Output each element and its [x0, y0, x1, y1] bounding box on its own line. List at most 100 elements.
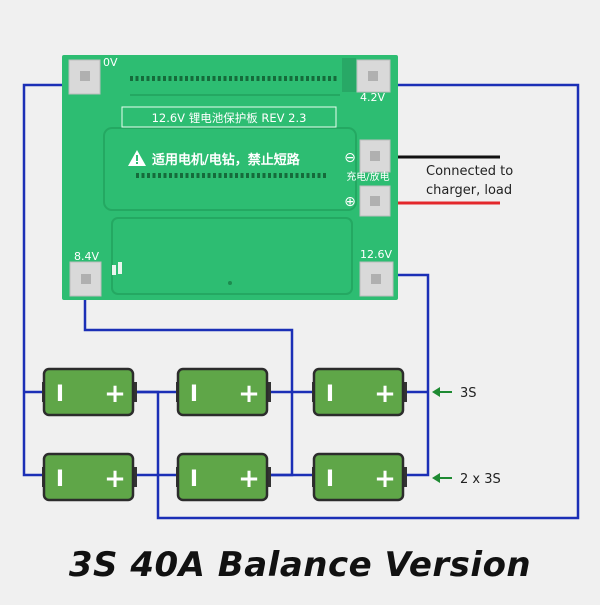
battery-cell: I+	[312, 367, 407, 417]
via-dot	[135, 76, 139, 81]
via-dot	[202, 173, 205, 178]
via-dot	[262, 76, 265, 81]
battery-neg-symbol: I	[326, 382, 334, 407]
battery-neg-symbol: I	[190, 467, 198, 492]
via-dot	[323, 173, 326, 178]
battery-terminal-pos	[267, 382, 271, 402]
via-dot	[268, 173, 271, 178]
via-dot	[152, 76, 155, 81]
via-dot	[168, 76, 172, 81]
warning-icon	[128, 150, 146, 166]
battery-bank: I+I+I+I+I+I+	[42, 367, 407, 502]
diagram-caption: 3S 40A Balance Version	[68, 545, 532, 585]
battery-terminal-pos	[133, 382, 137, 402]
label-2x3s: 2 x 3S	[460, 472, 501, 487]
via-dot	[185, 76, 188, 81]
via-dot	[174, 76, 177, 81]
battery-pos-symbol: +	[238, 464, 260, 494]
via-dot	[306, 173, 310, 178]
connector-block	[342, 58, 356, 92]
via-dot	[273, 173, 277, 178]
battery-body	[176, 367, 269, 417]
wire-0v	[22, 83, 82, 477]
pad-plus	[359, 185, 391, 217]
via-dot	[185, 173, 189, 178]
wire-12v6	[378, 273, 430, 477]
battery-cell: I+	[176, 452, 271, 502]
via-dot	[196, 173, 200, 178]
via-dot	[246, 173, 249, 178]
via-dot	[245, 76, 249, 81]
via-dot	[201, 76, 205, 81]
pcb-trace-upper	[103, 127, 357, 211]
arrow-3s-icon	[432, 387, 452, 397]
via-dot	[301, 173, 304, 178]
via-row-top	[130, 76, 337, 81]
via-dot	[169, 173, 172, 178]
battery-terminal-pos	[133, 467, 137, 487]
via-dot	[229, 76, 232, 81]
via-dot	[224, 173, 227, 178]
via-dot	[251, 173, 255, 178]
battery-pos-symbol: +	[374, 379, 396, 409]
arrow-2x3s-icon	[432, 473, 452, 483]
battery-terminal-pos	[403, 467, 407, 487]
pad-12v6-label: 12.6V	[360, 248, 392, 261]
via-dot	[180, 173, 183, 178]
via-dot	[207, 76, 210, 81]
via-dot	[130, 76, 133, 81]
via-dot	[322, 76, 326, 81]
via-dot	[207, 173, 211, 178]
battery-body	[42, 367, 135, 417]
battery-body	[312, 367, 405, 417]
warning-text: 适用电机/电钻，禁止短路	[152, 152, 301, 168]
battery-cell: I+	[42, 452, 137, 502]
battery-neg-symbol: I	[326, 467, 334, 492]
battery-neg-symbol: I	[56, 467, 64, 492]
pad-0v	[68, 59, 101, 95]
battery-pos-symbol: +	[104, 464, 126, 494]
via-dot	[256, 76, 260, 81]
via-dot	[218, 76, 221, 81]
via-dot	[141, 76, 144, 81]
via-dot	[311, 76, 315, 81]
via-dot	[196, 76, 199, 81]
smd-component	[118, 262, 122, 274]
via-dot	[190, 76, 194, 81]
via-dot	[278, 76, 282, 81]
battery-cell: I+	[312, 452, 407, 502]
via-dot	[229, 173, 233, 178]
via-dot	[333, 76, 337, 81]
via-dot	[235, 173, 238, 178]
via-dot	[240, 173, 244, 178]
via-dot	[147, 173, 150, 178]
via-dot	[136, 173, 139, 178]
via-dot	[328, 76, 331, 81]
via-dot	[267, 76, 271, 81]
via-dot	[163, 173, 167, 178]
charge-discharge-label: 充电/放电	[346, 170, 389, 183]
via-dot	[317, 173, 321, 178]
via-dot	[295, 173, 299, 178]
via-dot	[240, 76, 243, 81]
via-dot	[228, 281, 232, 285]
pcb-trace-lower	[111, 217, 353, 295]
via-dot	[251, 76, 254, 81]
via-dot	[257, 173, 260, 178]
pad-minus	[359, 139, 391, 173]
via-dot	[158, 173, 161, 178]
via-dot	[212, 76, 216, 81]
battery-body	[176, 452, 269, 502]
pad-12v6	[359, 261, 394, 297]
via-dot	[213, 173, 216, 178]
via-dot	[218, 173, 222, 178]
via-dot	[174, 173, 178, 178]
minus-symbol-icon: ⊖	[344, 150, 356, 166]
via-dot	[290, 173, 293, 178]
pad-0v-label: 0V	[103, 56, 118, 69]
via-dot	[152, 173, 156, 178]
battery-cell: I+	[176, 367, 271, 417]
via-dot	[191, 173, 194, 178]
via-dot	[234, 76, 238, 81]
via-dot	[157, 76, 161, 81]
